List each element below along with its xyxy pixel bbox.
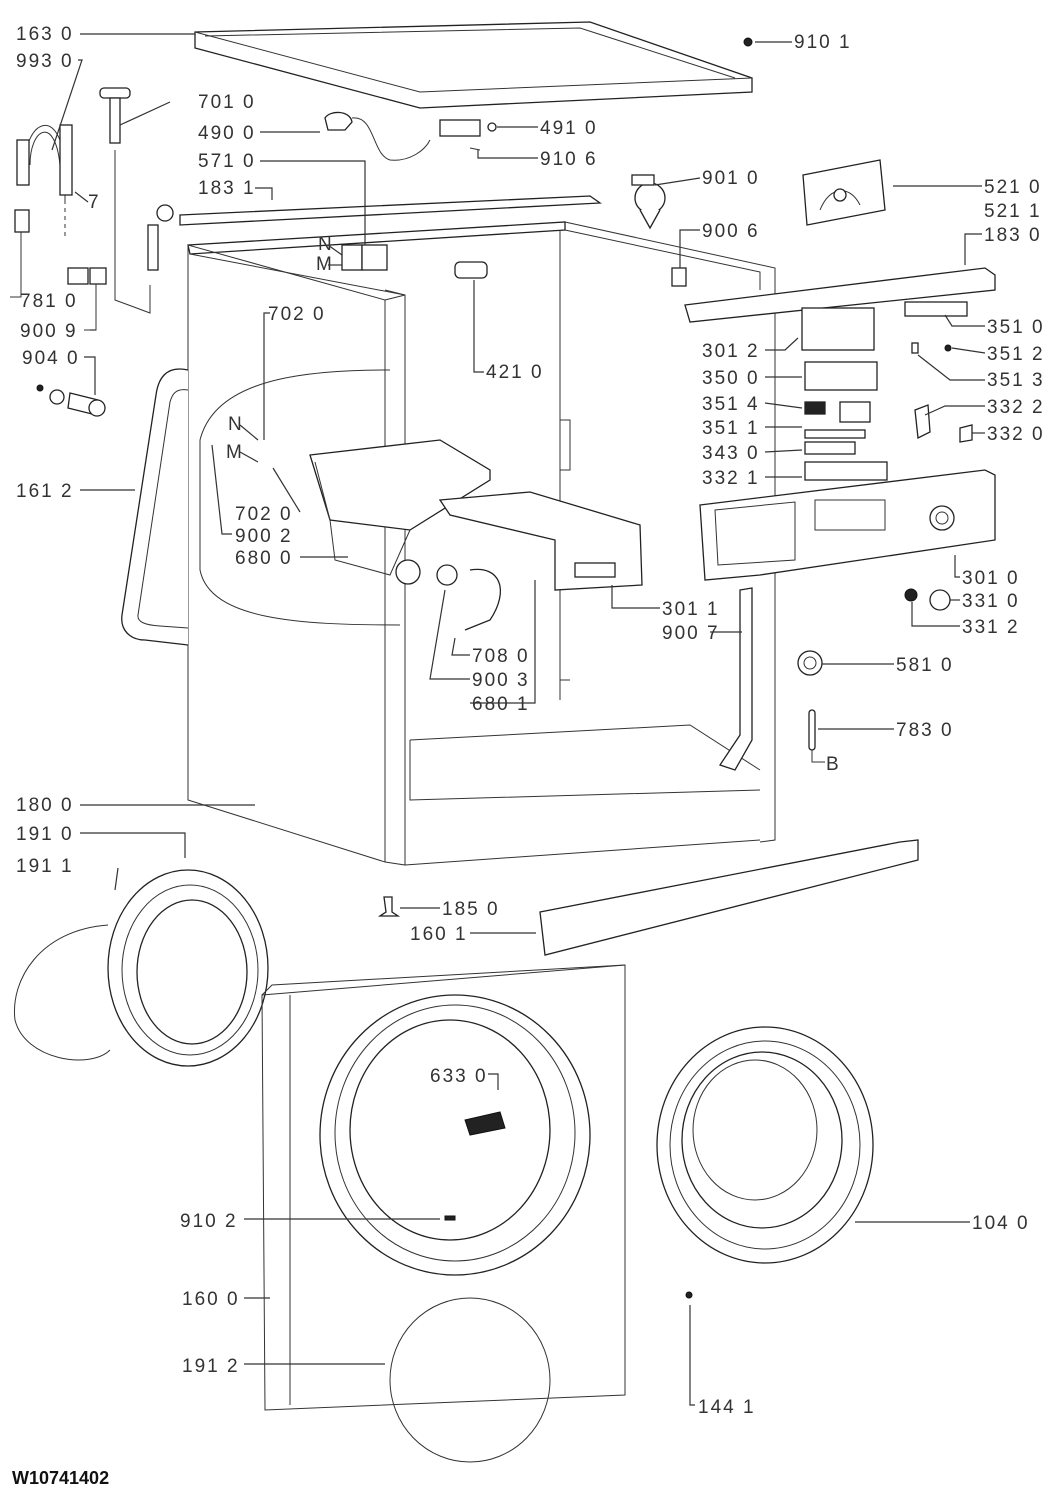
gasket-frame-part[interactable]	[121, 368, 189, 646]
callout-label[interactable]: 191 2	[182, 1356, 240, 1377]
callout-label[interactable]: 571 0	[198, 151, 256, 172]
callout-label[interactable]: 491 0	[540, 118, 598, 139]
callout-label[interactable]: 490 0	[198, 123, 256, 144]
callout-label[interactable]: 350 0	[702, 368, 760, 389]
callout-label[interactable]: M	[226, 442, 244, 463]
callout-label[interactable]: 351 0	[987, 317, 1045, 338]
callout-label[interactable]: 521 0	[984, 177, 1042, 198]
callout-label[interactable]: 331 0	[962, 591, 1020, 612]
callout-label[interactable]: 161 2	[16, 481, 74, 502]
callout-label[interactable]: N	[318, 234, 334, 255]
main-board-part[interactable]	[802, 159, 886, 226]
callout-label[interactable]: 783 0	[896, 720, 954, 741]
plinth-part[interactable]	[539, 839, 919, 956]
pressure-sensor-part[interactable]	[797, 650, 823, 676]
callout-label[interactable]: 900 7	[662, 623, 720, 644]
callout-label[interactable]: 163 0	[16, 24, 74, 45]
callout-label[interactable]: 702 0	[268, 304, 326, 325]
callout-label[interactable]: 900 6	[702, 221, 760, 242]
pipe-part[interactable]	[99, 87, 151, 314]
callout-label[interactable]: 421 0	[486, 362, 544, 383]
callout-label[interactable]: N	[228, 414, 244, 435]
callout-label[interactable]: 702 0	[235, 504, 293, 525]
callout-label[interactable]: 191 0	[16, 824, 74, 845]
callout-label[interactable]: B	[826, 754, 841, 775]
callout-label[interactable]: 680 0	[235, 548, 293, 569]
callout-label[interactable]: 910 6	[540, 149, 598, 170]
control-panel-part[interactable]	[699, 469, 996, 581]
callout-label[interactable]: 332 2	[987, 397, 1045, 418]
callout-labels: 163 0 993 0 701 0 490 0 571 0 183 1 7 78…	[16, 24, 1045, 1418]
callout-label[interactable]: 701 0	[198, 92, 256, 113]
leader-lines	[51, 33, 986, 1406]
callout-label[interactable]: 144 1	[698, 1397, 756, 1418]
filter-cap-part[interactable]	[454, 261, 488, 279]
callout-label[interactable]: 332 1	[702, 468, 760, 489]
filter-part[interactable]	[36, 384, 106, 417]
callout-label[interactable]: 343 0	[702, 443, 760, 464]
inlet-hose-part[interactable]	[10, 124, 73, 298]
callout-label[interactable]: 185 0	[442, 899, 500, 920]
callout-label[interactable]: 183 1	[198, 178, 256, 199]
callout-label[interactable]: 301 0	[962, 568, 1020, 589]
callout-label[interactable]: 910 2	[180, 1211, 238, 1232]
callout-label[interactable]: 708 0	[472, 646, 530, 667]
callout-label[interactable]: 900 9	[20, 321, 78, 342]
door-seal-part[interactable]	[13, 869, 269, 1067]
front-panel-part[interactable]	[261, 964, 626, 1411]
pressure-switch-part[interactable]	[631, 174, 666, 230]
control-rail-part[interactable]	[684, 267, 996, 323]
callout-label[interactable]: 351 3	[987, 370, 1045, 391]
callout-label[interactable]: 781 0	[20, 291, 78, 312]
callout-label[interactable]: 521 1	[984, 201, 1042, 222]
callout-label[interactable]: 7	[88, 192, 101, 213]
callout-label[interactable]: 301 1	[662, 599, 720, 620]
callout-label[interactable]: 581 0	[896, 655, 954, 676]
top-rail-part[interactable]	[147, 195, 602, 271]
callout-label[interactable]: 900 3	[472, 670, 530, 691]
callout-label[interactable]: 633 0	[430, 1066, 488, 1087]
callout-label[interactable]: M	[316, 254, 334, 275]
callout-label[interactable]: 104 0	[972, 1213, 1030, 1234]
callout-label[interactable]: 160 0	[182, 1289, 240, 1310]
callout-label[interactable]: 910 1	[794, 32, 852, 53]
clip-part[interactable]	[671, 267, 687, 287]
tube-part[interactable]	[808, 709, 825, 763]
callout-label[interactable]: 301 2	[702, 341, 760, 362]
door-lock-part[interactable]	[324, 111, 497, 161]
callout-label[interactable]: 900 2	[235, 526, 293, 547]
wire-harness-part[interactable]	[718, 587, 753, 771]
callout-label[interactable]: 680 1	[472, 694, 530, 715]
control-boards-part[interactable]	[801, 301, 973, 481]
glass-part[interactable]	[389, 1297, 551, 1463]
door-part[interactable]	[656, 1026, 874, 1264]
foot-part[interactable]	[377, 896, 401, 917]
callout-label[interactable]: 160 1	[410, 924, 468, 945]
screw-cap-part[interactable]	[685, 1291, 693, 1299]
callout-label[interactable]: 331 2	[962, 617, 1020, 638]
document-id: W10741402	[12, 1468, 110, 1488]
hose-part[interactable]	[436, 564, 501, 631]
screw-part[interactable]	[469, 37, 753, 151]
dispenser-drawer-part[interactable]	[438, 491, 643, 591]
top-cover-part[interactable]	[194, 21, 753, 109]
callout-label[interactable]: 904 0	[22, 348, 80, 369]
callout-label[interactable]: 351 4	[702, 394, 760, 415]
callout-label[interactable]: 351 1	[702, 418, 760, 439]
callout-label[interactable]: 351 2	[987, 344, 1045, 365]
valve-part[interactable]	[341, 244, 388, 271]
callout-label[interactable]: 332 0	[987, 424, 1045, 445]
callout-label[interactable]: 183 0	[984, 225, 1042, 246]
callout-label[interactable]: 901 0	[702, 168, 760, 189]
callout-label[interactable]: 180 0	[16, 795, 74, 816]
callout-label[interactable]: 993 0	[16, 51, 74, 72]
callout-label[interactable]: 191 1	[16, 856, 74, 877]
